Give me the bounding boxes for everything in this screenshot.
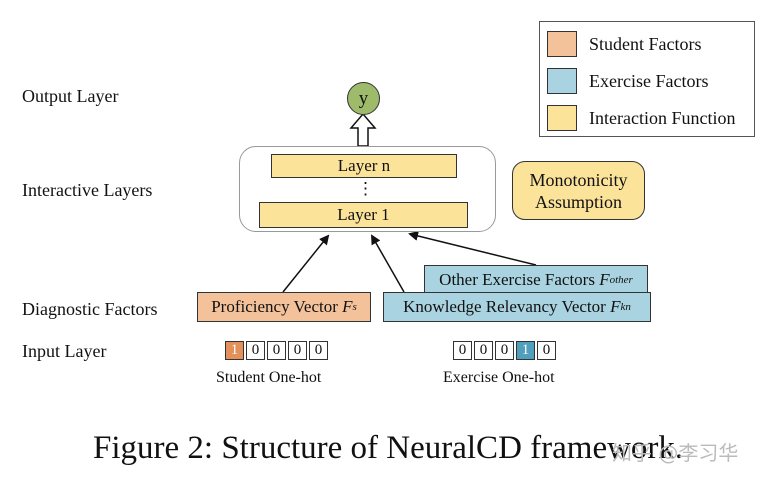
monotonicity-label: Monotonicity Assumption (529, 169, 628, 212)
legend-item-exercise: Exercise Factors (547, 68, 708, 94)
exercise-onehot-cell: 0 (537, 341, 556, 360)
knowledge-relevancy-text: Knowledge Relevancy Vector (403, 297, 611, 316)
legend-label-interaction: Interaction Function (589, 107, 736, 128)
legend-label-student: Student Factors (589, 33, 702, 54)
figure-caption: Figure 2: Structure of NeuralCD framewor… (93, 430, 684, 466)
row-label-interactive: Interactive Layers (22, 180, 153, 200)
arrow-knowledge-to-layer1 (371, 234, 405, 293)
student-onehot-cell: 0 (309, 341, 328, 360)
other-exercise-text: Other Exercise Factors (439, 269, 600, 289)
legend-item-student: Student Factors (547, 31, 702, 57)
other-exercise-sup: other (609, 273, 633, 286)
legend: Student Factors Exercise Factors Interac… (539, 21, 755, 137)
arrow-proficiency-to-layer1 (282, 234, 330, 293)
row-label-diagnostic: Diagnostic Factors (22, 299, 158, 319)
student-onehot-cell: 0 (246, 341, 265, 360)
student-onehot-vector: 1 0 0 0 0 (225, 341, 328, 360)
knowledge-sup: kn (620, 301, 631, 313)
student-onehot-label: Student One-hot (216, 369, 322, 386)
proficiency-sup: s (352, 301, 357, 313)
proficiency-vector-text: Proficiency Vector (211, 297, 343, 316)
output-hollow-arrow (349, 112, 377, 147)
proficiency-var: F (342, 297, 353, 316)
interaction-swatch (547, 105, 577, 131)
row-label-input: Input Layer (22, 341, 107, 361)
exercise-onehot-label: Exercise One-hot (443, 369, 555, 386)
legend-item-interaction: Interaction Function (547, 105, 735, 131)
exercise-onehot-cell: 0 (495, 341, 514, 360)
output-node: y (347, 82, 380, 115)
exercise-onehot-vector: 0 0 0 1 0 (453, 341, 556, 360)
student-onehot-cell: 0 (288, 341, 307, 360)
layer-n: Layer n (271, 154, 457, 178)
monotonicity-box: Monotonicity Assumption (512, 161, 645, 220)
student-onehot-cell: 0 (267, 341, 286, 360)
exercise-onehot-cell: 0 (453, 341, 472, 360)
row-label-output: Output Layer (22, 86, 119, 106)
legend-label-exercise: Exercise Factors (589, 70, 709, 91)
layer-1: Layer 1 (259, 202, 468, 228)
knowledge-var: F (610, 297, 621, 316)
watermark: 知乎 @李习华 (612, 441, 739, 465)
layer-1-label: Layer 1 (337, 205, 390, 224)
layer-ellipsis: ⋮ (357, 179, 374, 198)
layer-n-label: Layer n (337, 156, 391, 175)
student-onehot-cell: 1 (225, 341, 244, 360)
other-exercise-var: F (599, 269, 610, 289)
output-node-label: y (358, 87, 369, 109)
exercise-onehot-cell: 0 (474, 341, 493, 360)
exercise-swatch (547, 68, 577, 94)
arrow-other-to-layer1 (408, 231, 537, 266)
exercise-onehot-cell: 1 (516, 341, 535, 360)
student-swatch (547, 31, 577, 57)
